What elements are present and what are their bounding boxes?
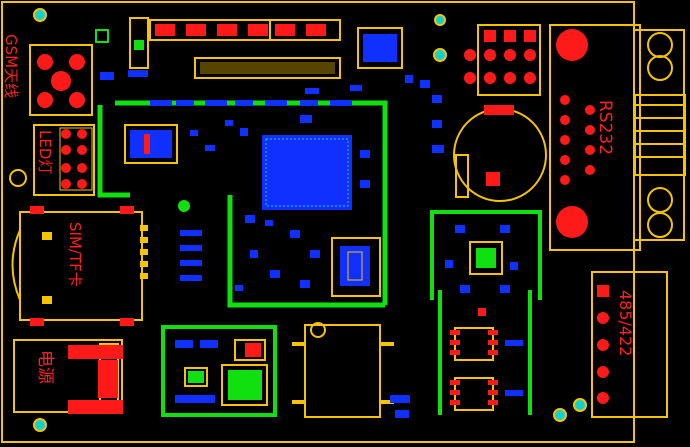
gsm-antenna-connector [29, 44, 93, 116]
rs232-shell-outline [633, 29, 685, 241]
power-connector [13, 339, 123, 414]
jumper-header [464, 24, 541, 96]
relay [292, 322, 394, 418]
sim-tf-socket [11, 206, 148, 326]
led-block [9, 124, 95, 196]
module-chip-left [124, 124, 178, 164]
b2b-connector [194, 57, 341, 79]
test-point [178, 200, 190, 212]
main-cpu [262, 135, 352, 210]
power-supply-block [161, 325, 277, 417]
misc-passives [100, 70, 444, 418]
gsm-antenna-label: GSM天线 [2, 34, 20, 98]
rs485-terminal [591, 271, 668, 418]
top-header [95, 17, 341, 69]
module-inductor [331, 237, 381, 297]
coin-cell-battery [453, 105, 547, 202]
rs232-connector [549, 24, 686, 251]
led-label: LED灯 [36, 130, 54, 174]
sim-tf-label: SIM/TF卡 [66, 222, 84, 287]
rs485-422-label: 485/422 [616, 290, 635, 356]
rs232-label: RS232 [595, 100, 615, 155]
power-label: 电源 [35, 350, 55, 384]
mounting-holes [33, 8, 587, 432]
module-passives [150, 100, 370, 291]
interface-block [430, 210, 542, 415]
top-ic [357, 27, 403, 69]
